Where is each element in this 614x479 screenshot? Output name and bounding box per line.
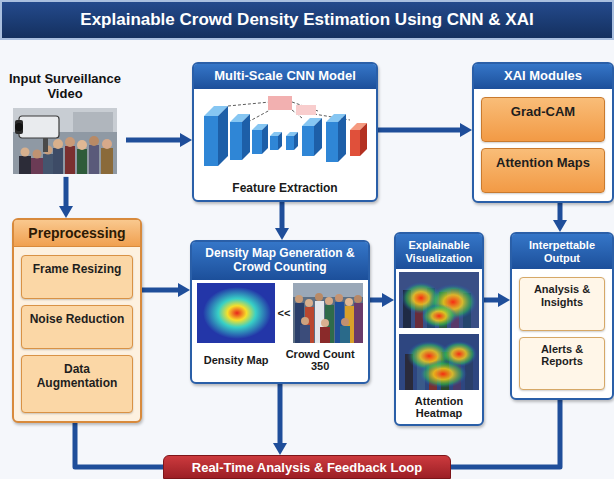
- box-label: Real-Time Analysis & Feedback Loop: [192, 460, 422, 475]
- heatmap-image: [399, 334, 479, 390]
- arrow-symbol: <<: [276, 307, 293, 319]
- box-label: Interpettable Output: [512, 234, 612, 269]
- crowd-photo: [293, 283, 363, 343]
- flow-arrow: [275, 202, 289, 240]
- method-box: Grad-CAM: [481, 97, 605, 142]
- box-label: Multi-Scale CNN Model: [194, 64, 376, 89]
- input-source: Input Surveillance Video: [4, 72, 126, 177]
- caption: Feature Extraction: [194, 179, 376, 200]
- surveillance-photo: [13, 108, 117, 174]
- module-box: XAI ModulesGrad-CAM Attention Maps: [472, 62, 614, 203]
- child-stack: [22, 396, 132, 412]
- box-label: XAI Modules: [474, 64, 612, 89]
- child-stack: [22, 282, 132, 298]
- heatmap-image: [399, 272, 479, 328]
- child-stack: [520, 314, 604, 330]
- method-box: Attention Maps: [481, 148, 605, 193]
- box-label: Attention Maps: [482, 149, 604, 176]
- flow-arrow: [553, 203, 567, 232]
- content-row: Density Map Crowd Count 350: [192, 346, 368, 378]
- title-bar: Explainable Crowd Density Estimation Usi…: [0, 0, 614, 40]
- child-stack: Frame ResizingNoise ReductionData Augmen…: [14, 247, 140, 421]
- box-label: Density Map Generation & Crowd Counting: [192, 242, 368, 280]
- caption: Attention Heatmap: [396, 393, 482, 424]
- flow-arrow: [142, 283, 190, 297]
- visualization-box: Explainable Visualization: [394, 232, 484, 426]
- output-box: Interpettable OutputAnalysis & InsightsA…: [510, 232, 614, 400]
- feedback-band: Real-Time Analysis & Feedback Loop: [163, 455, 451, 479]
- box-label: Frame Resizing: [22, 256, 132, 282]
- flow-arrow: [370, 293, 394, 307]
- box-label: Grad-CAM: [482, 98, 604, 125]
- flow-arrow: [484, 293, 510, 307]
- child-stack: Grad-CAM Attention Maps: [474, 89, 612, 201]
- flow-arrow: [378, 123, 472, 137]
- flow-arrow: [126, 133, 192, 147]
- box-label: Input Surveillance Video: [4, 72, 126, 105]
- caption: Crowd Count 350: [281, 346, 359, 378]
- box-label: Data Augmentation: [22, 356, 132, 396]
- child-stack: [482, 176, 604, 192]
- box-label: Explainable Visualization: [396, 234, 482, 269]
- child-stack: Analysis & InsightsAlerts & Reports: [512, 269, 612, 398]
- density-map-image: [197, 283, 275, 343]
- step-box: Frame Resizing: [21, 255, 133, 299]
- caption: Density Map: [201, 352, 272, 371]
- model-box: Multi-Scale CNN Model: [192, 62, 378, 202]
- box-label: Alerts & Reports: [520, 338, 604, 373]
- child-stack: [22, 332, 132, 348]
- step-box: Noise Reduction: [21, 305, 133, 349]
- box-label: Analysis & Insights: [520, 278, 604, 313]
- cnn-illustration: [198, 92, 372, 176]
- diagram-title: Explainable Crowd Density Estimation Usi…: [80, 10, 533, 30]
- process-box: PreprocessingFrame ResizingNoise Reducti…: [12, 218, 142, 423]
- process-box: Density Map Generation & Crowd Counting …: [190, 240, 370, 384]
- box-label: Noise Reduction: [22, 306, 132, 332]
- flow-arrow: [75, 423, 163, 467]
- flow-arrow: [273, 384, 287, 455]
- flow-arrow: [59, 177, 73, 218]
- step-box: Data Augmentation: [21, 355, 133, 413]
- box-label: Preprocessing: [14, 220, 140, 247]
- output-item: Alerts & Reports: [519, 337, 605, 390]
- child-stack: [520, 373, 604, 389]
- content-row: <<: [192, 280, 368, 346]
- child-stack: [482, 125, 604, 141]
- output-item: Analysis & Insights: [519, 277, 605, 330]
